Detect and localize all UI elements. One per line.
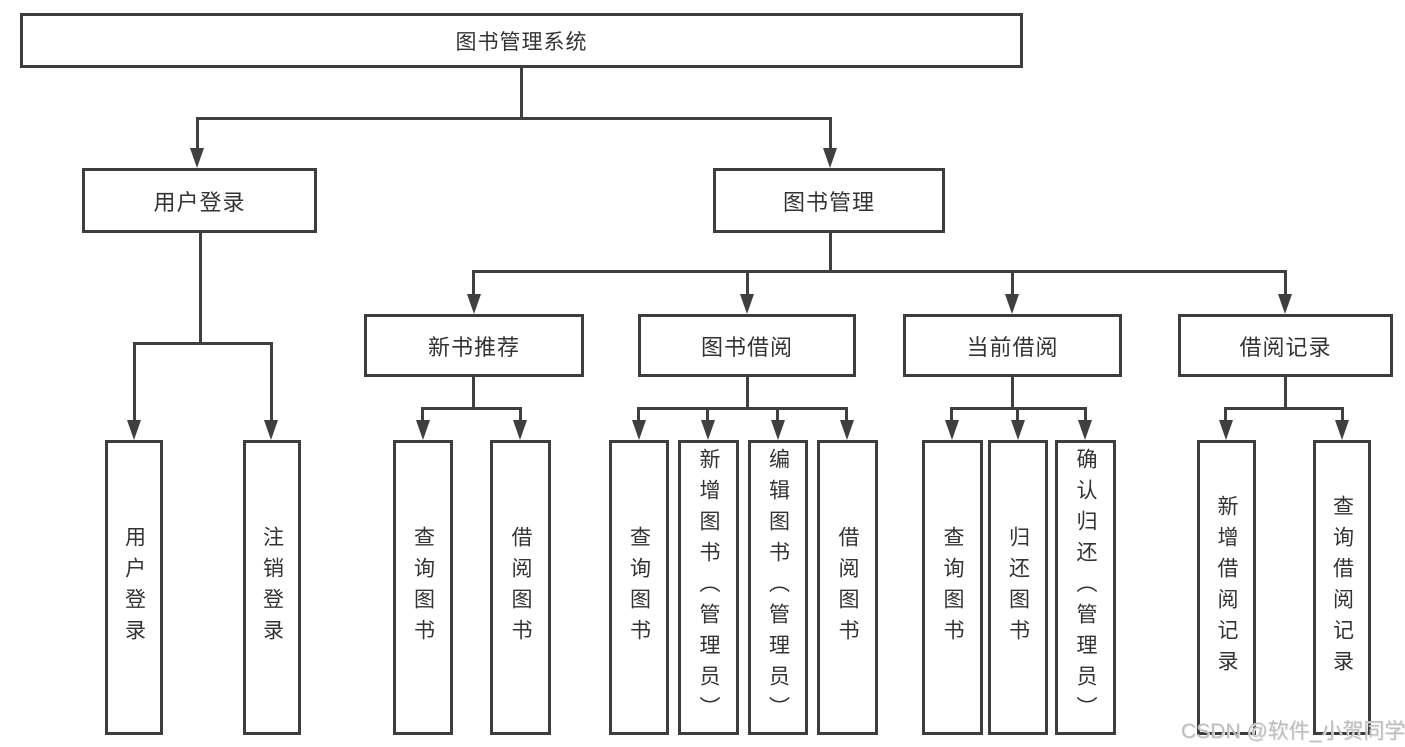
node-system-root: 图书管理系统: [20, 13, 1023, 68]
leaf-edit-books-admin: 编辑图书（管理员）: [748, 440, 808, 735]
leaf-edit-books-admin-label: 编辑图书（管理员）: [766, 448, 790, 727]
connector-line: [950, 407, 953, 423]
node-user-login: 用户登录: [82, 168, 317, 233]
leaf-query-books-current-label: 查询图书: [941, 525, 964, 650]
connector-line: [1224, 407, 1227, 423]
leaf-query-books-current: 查询图书: [922, 440, 983, 735]
arrowhead: [771, 420, 785, 440]
leaf-borrow-books-label: 借阅图书: [836, 525, 859, 650]
arrowhead: [1219, 420, 1233, 440]
leaf-query-borrow-record-label: 查询借阅记录: [1330, 494, 1354, 681]
arrowhead: [823, 148, 837, 168]
leaf-add-borrow-record-label: 新增借阅记录: [1215, 494, 1238, 681]
leaf-query-books-borrow: 查询图书: [609, 440, 669, 735]
leaf-borrow-books: 借阅图书: [817, 440, 878, 735]
connector-line: [472, 270, 475, 297]
node-current-borrow: 当前借阅: [903, 314, 1122, 377]
connector-line: [421, 407, 424, 423]
connector-line: [421, 407, 522, 410]
leaf-query-books-recommend-label: 查询图书: [411, 525, 435, 650]
node-current-borrow-label: 当前借阅: [966, 334, 1059, 360]
connector-line: [829, 233, 832, 272]
arrowhead: [632, 420, 646, 440]
arrowhead: [264, 420, 278, 440]
connector-line: [472, 377, 475, 409]
node-new-book-recommend-label: 新书推荐: [427, 334, 520, 360]
connector-line: [1224, 407, 1344, 410]
connector-line: [845, 407, 848, 423]
arrowhead: [945, 420, 959, 440]
leaf-confirm-return-admin-label: 确认归还（管理员）: [1074, 448, 1097, 727]
arrowhead: [840, 420, 854, 440]
leaf-add-borrow-record: 新增借阅记录: [1197, 440, 1256, 735]
connector-line: [1011, 377, 1014, 409]
leaf-add-books-admin: 新增图书（管理员）: [678, 440, 739, 735]
arrowhead: [740, 294, 754, 314]
arrowhead: [513, 420, 527, 440]
leaf-borrow-books-recommend: 借阅图书: [490, 440, 551, 735]
arrowhead: [1335, 420, 1349, 440]
node-book-management-label: 图书管理: [782, 189, 875, 215]
leaf-query-books-recommend: 查询图书: [393, 440, 453, 735]
connector-line: [196, 117, 832, 120]
connector-line: [520, 68, 523, 118]
arrowhead: [701, 420, 715, 440]
leaf-user-login-label: 用户登录: [122, 525, 146, 650]
leaf-return-books: 归还图书: [988, 440, 1048, 735]
arrowhead: [1011, 420, 1025, 440]
leaf-borrow-books-recommend-label: 借阅图书: [509, 525, 532, 650]
connector-line: [196, 117, 199, 150]
connector-line: [1016, 407, 1019, 423]
connector-line: [199, 233, 202, 344]
leaf-query-books-borrow-label: 查询图书: [627, 525, 651, 650]
node-new-book-recommend: 新书推荐: [364, 314, 584, 377]
node-book-borrow: 图书借阅: [638, 314, 856, 377]
arrowhead: [467, 294, 481, 314]
node-system-root-label: 图书管理系统: [455, 30, 588, 54]
arrowhead: [1005, 294, 1019, 314]
arrowhead: [416, 420, 430, 440]
leaf-query-borrow-record: 查询借阅记录: [1313, 440, 1371, 735]
connector-line: [746, 270, 749, 297]
connector-line: [472, 270, 1286, 273]
node-book-management: 图书管理: [713, 168, 945, 233]
connector-line: [1284, 377, 1287, 409]
connector-line: [829, 117, 832, 150]
connector-line: [133, 342, 273, 345]
connector-line: [637, 407, 848, 410]
leaf-confirm-return-admin: 确认归还（管理员）: [1055, 440, 1116, 735]
connector-line: [706, 407, 709, 423]
connector-line: [1284, 270, 1287, 297]
connector-line: [637, 407, 640, 423]
connector-line: [133, 342, 136, 422]
arrowhead: [1078, 420, 1092, 440]
connector-line: [1011, 270, 1014, 297]
connector-line: [1084, 407, 1087, 423]
node-user-login-label: 用户登录: [153, 189, 246, 215]
arrowhead: [127, 420, 141, 440]
node-borrow-records: 借阅记录: [1178, 314, 1393, 377]
leaf-return-books-label: 归还图书: [1006, 525, 1030, 650]
csdn-watermark: CSDN @软件_小贺同学: [1181, 720, 1405, 743]
arrowhead: [190, 148, 204, 168]
connector-line: [746, 377, 749, 409]
connector-line: [776, 407, 779, 423]
connector-line: [270, 342, 273, 422]
connector-line: [1341, 407, 1344, 423]
leaf-user-login: 用户登录: [105, 440, 163, 735]
node-book-borrow-label: 图书借阅: [700, 334, 793, 360]
connector-line: [519, 407, 522, 423]
leaf-add-books-admin-label: 新增图书（管理员）: [697, 448, 720, 727]
leaf-logout: 注销登录: [243, 440, 301, 735]
node-borrow-records-label: 借阅记录: [1239, 334, 1332, 360]
arrowhead: [1278, 294, 1292, 314]
leaf-logout-label: 注销登录: [260, 525, 284, 650]
